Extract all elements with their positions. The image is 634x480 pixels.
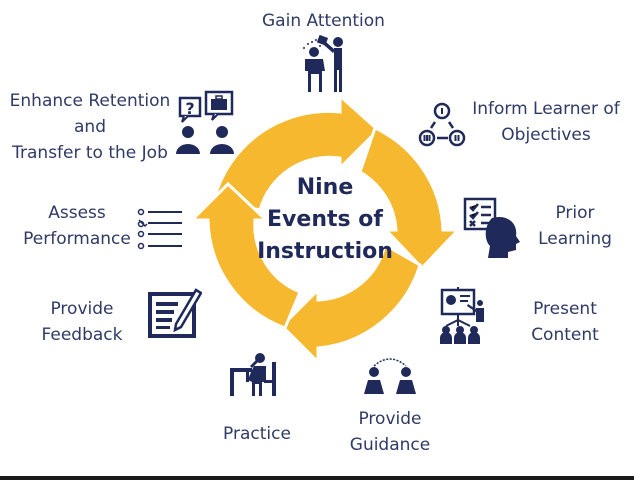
label-line: Assess [48,203,106,223]
event-provide-guidance-label: Provide Guidance [340,406,440,458]
event-practice-label: Practice [212,421,302,447]
label-line: Prior [555,203,595,223]
pouring-water-on-person-icon [303,34,343,92]
label-line: Practice [223,424,291,444]
event-present-content-label: Present Content [520,296,610,348]
label-line: Content [531,325,599,345]
title-line-1: Nine [296,175,354,200]
label-line: Feedback [41,325,123,345]
people-conversation-icon: ? [176,90,234,154]
checklist-icon [137,208,182,250]
arrow-top [212,92,381,212]
diagram-title: Nine Events of Instruction [245,172,405,268]
head-with-checklist-icon [463,197,520,258]
label-line: Gain Attention [262,11,385,31]
label-line: and [74,117,106,137]
label-line: Inform Learner of [472,99,620,119]
label-line: Provide [358,409,422,429]
arrow-bottom [279,242,422,366]
label-line: Enhance Retention [9,91,171,111]
presentation-audience-icon [440,287,484,344]
person-at-desk-icon [230,353,276,396]
label-line: Learning [538,229,612,249]
event-provide-feedback-label: Provide Feedback [32,296,132,348]
mentor-connection-icon [364,358,416,394]
label-line: Present [533,299,597,319]
notepad-pencil-icon [148,288,202,338]
event-inform-learner-label: Inform Learner of Objectives [466,96,626,148]
label-line: Provide [50,299,114,319]
svg-text:?: ? [185,99,194,118]
arrow-right [358,125,462,271]
event-assess-performance-label: Assess Performance [22,200,132,252]
event-gain-attention-label: Gain Attention [262,8,385,34]
label-line: Performance [23,229,131,249]
label-line: Transfer to the Job [12,143,168,163]
numbered-cycle-icon [418,102,466,147]
event-prior-learning-label: Prior Learning [530,200,620,252]
arrow-left [188,181,302,330]
bottom-border [0,476,634,480]
title-line-3: Instruction [257,239,393,264]
title-line-2: Events of [267,207,383,232]
event-enhance-retention-label: Enhance Retention and Transfer to the Jo… [4,88,176,166]
label-line: Objectives [501,125,591,145]
label-line: Guidance [349,435,431,455]
